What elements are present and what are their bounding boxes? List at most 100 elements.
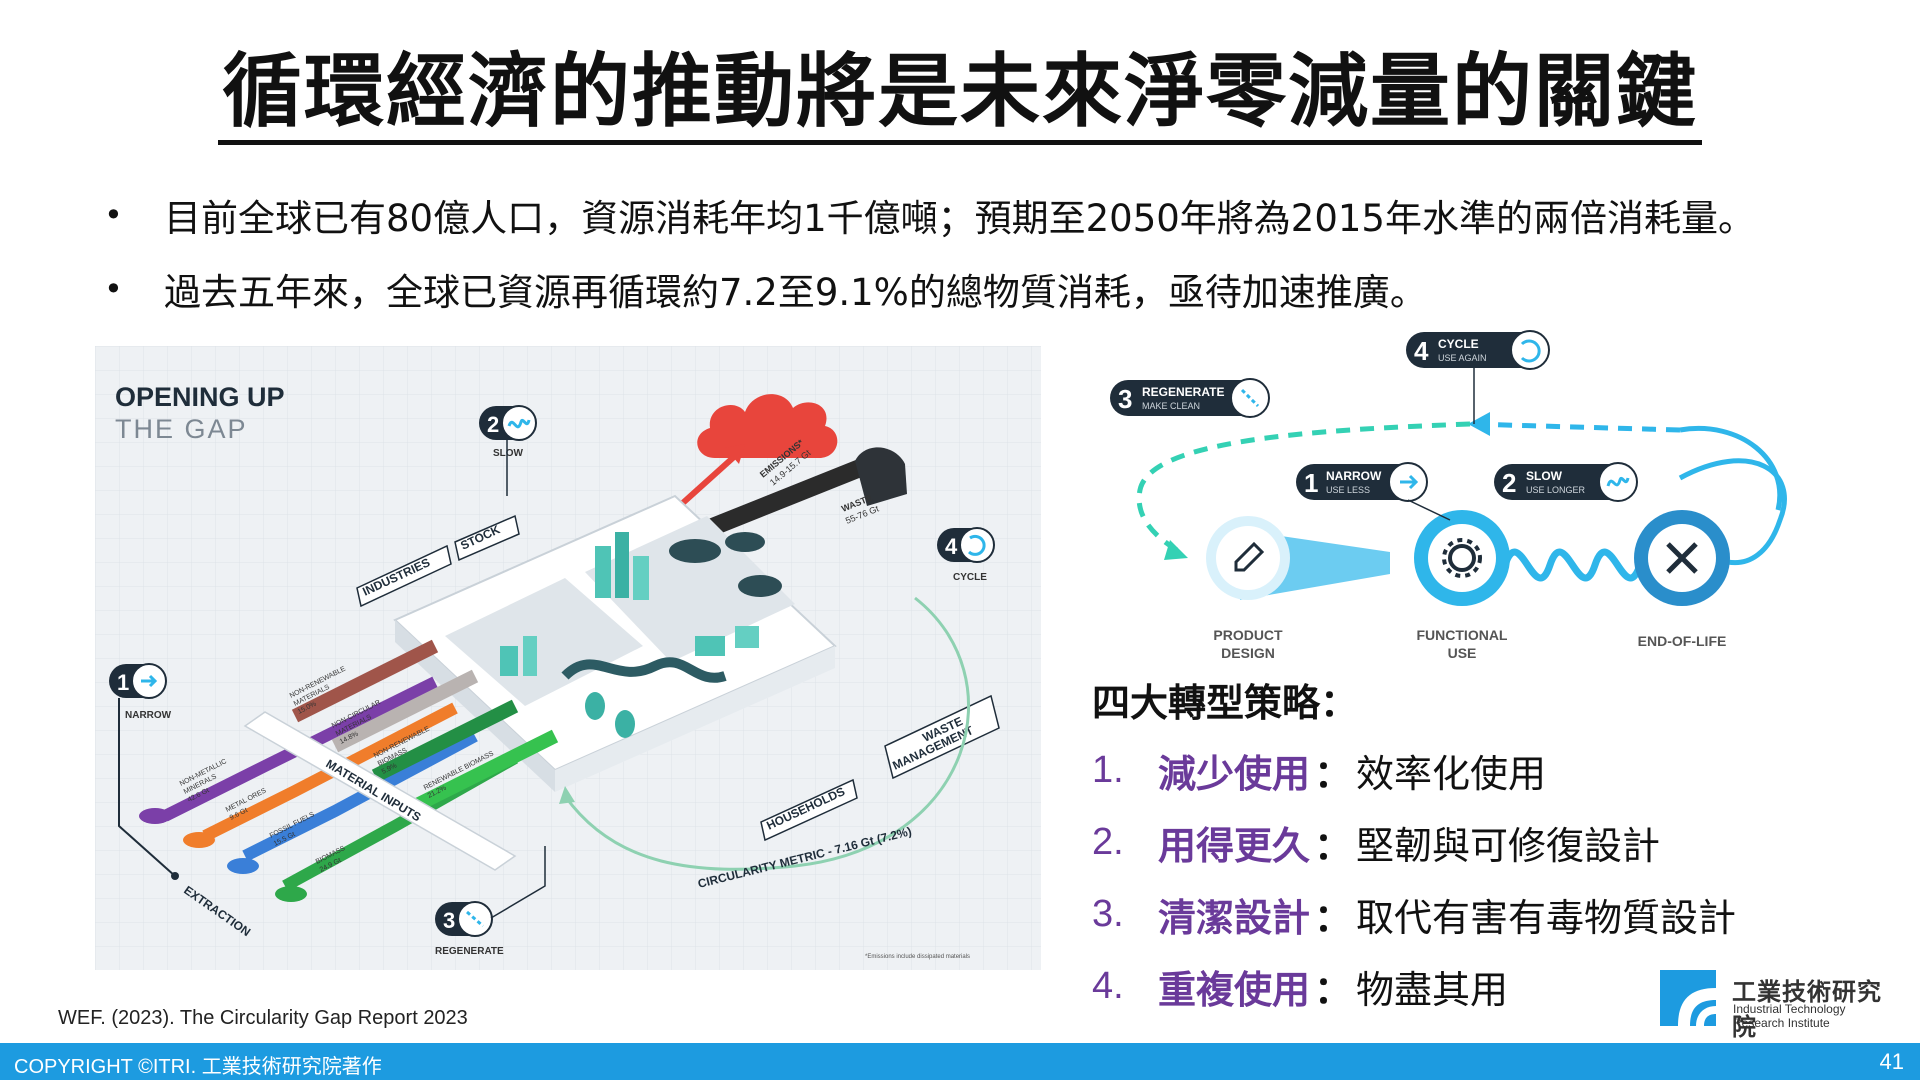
stage-badge-narrow: 1 NARROW bbox=[109, 663, 172, 721]
itri-logo: 工業技術研究院 Industrial Technology Research I… bbox=[1660, 968, 1900, 1041]
stage-label: NARROW bbox=[125, 710, 172, 721]
extraction-line bbox=[118, 698, 176, 877]
stage-num: 3 bbox=[443, 908, 455, 933]
material-inputs-bar bbox=[243, 711, 517, 871]
metal-ores-icon bbox=[183, 832, 215, 848]
product-label: PRODUCT bbox=[1213, 627, 1283, 643]
narrow-connector bbox=[1407, 499, 1451, 521]
badge-sub: MAKE CLEAN bbox=[1142, 401, 1200, 411]
regenerate-path bbox=[1136, 421, 1471, 555]
outer-loop-return bbox=[1679, 426, 1783, 511]
stage-label: REGENERATE bbox=[435, 946, 504, 957]
circularity-loop bbox=[563, 596, 971, 871]
badge-sub: USE LESS bbox=[1326, 485, 1370, 495]
end-of-life-node bbox=[1634, 510, 1730, 606]
strategy-name: 用得更久 bbox=[1158, 823, 1311, 868]
use-label: USE bbox=[1448, 645, 1477, 661]
badge-regenerate: 3 REGENERATE MAKE CLEAN bbox=[1110, 378, 1270, 418]
stage-num: 1 bbox=[117, 670, 129, 695]
bullet-text: 目前全球已有80億人口，資源消耗年均1千億噸；預期至2050年將為2015年水準… bbox=[164, 197, 1755, 240]
badge-num: 2 bbox=[1502, 468, 1516, 498]
badge-num: 1 bbox=[1304, 468, 1318, 498]
strategy-sep: ： bbox=[1314, 751, 1353, 796]
strategy-item: 2. 用得更久 ： 堅韌與可修復設計 bbox=[1092, 814, 1852, 870]
strategy-num: 3. bbox=[1092, 892, 1124, 935]
badge-num: 4 bbox=[1414, 336, 1429, 366]
strategy-heading: 四大轉型策略： bbox=[1092, 681, 1359, 725]
waste-pile-icon bbox=[855, 447, 907, 506]
outer-loop-top bbox=[1469, 421, 1681, 433]
gear-icon bbox=[1448, 544, 1476, 572]
strategy-name: 清潔設計 bbox=[1158, 895, 1311, 940]
source-citation: WEF. (2023). The Circularity Gap Report … bbox=[58, 1007, 468, 1029]
material-input-flows bbox=[162, 639, 559, 892]
strategy-desc: 效率化使用 bbox=[1356, 751, 1547, 796]
minerals-icon bbox=[139, 808, 171, 824]
loop-arrow-icon bbox=[1468, 412, 1490, 436]
narrow-icon bbox=[1400, 474, 1419, 490]
bullet-list: • 目前全球已有80億人口，資源消耗年均1千億噸；預期至2050年將為2015年… bbox=[104, 178, 1884, 326]
bullet-item: • 目前全球已有80億人口，資源消耗年均1千億噸；預期至2050年將為2015年… bbox=[104, 178, 1884, 252]
strategy-desc: 堅韌與可修復設計 bbox=[1356, 823, 1661, 868]
close-icon bbox=[1666, 542, 1698, 574]
strategy-item: 3. 清潔設計 ： 取代有害有毒物質設計 bbox=[1092, 886, 1852, 942]
circularity-arrowhead bbox=[559, 786, 575, 804]
gap-heading-1: OPENING UP bbox=[115, 382, 285, 412]
slide-title-text: 循環經濟的推動將是未來淨零減量的關鍵 bbox=[218, 48, 1702, 145]
stage-num: 4 bbox=[945, 534, 958, 559]
biomass-icon bbox=[275, 886, 307, 902]
badge-cycle: 4 CYCLE USE AGAIN bbox=[1406, 330, 1550, 370]
strategy-desc: 取代有害有毒物質設計 bbox=[1356, 895, 1737, 940]
functional-label: FUNCTIONAL bbox=[1417, 627, 1508, 643]
strategy-num: 4. bbox=[1092, 964, 1124, 1007]
badge-slow: 2 SLOW USE LONGER bbox=[1494, 462, 1638, 502]
stage-label: CYCLE bbox=[953, 572, 987, 583]
badge-num: 3 bbox=[1118, 384, 1132, 414]
design-label: DESIGN bbox=[1221, 645, 1275, 661]
outer-loop-right bbox=[1678, 458, 1787, 566]
circularity-gap-infographic: OPENING UP THE GAP EMISSIONS* 14.9-15.7 … bbox=[95, 346, 1041, 970]
badge-sub: USE LONGER bbox=[1526, 485, 1586, 495]
strategy-num: 1. bbox=[1092, 748, 1124, 791]
extraction-dot bbox=[171, 872, 179, 880]
regenerate-arrow-icon bbox=[1164, 540, 1188, 560]
strategy-desc: 物盡其用 bbox=[1356, 967, 1509, 1012]
bullet-text: 過去五年來，全球已資源再循環約7.2至9.1%的總物質消耗，亟待加速推廣。 bbox=[164, 271, 1427, 314]
fossil-fuels-icon bbox=[227, 858, 259, 874]
footer-bar: COPYRIGHT ©ITRI. 工業技術研究院著作 41 bbox=[0, 1043, 1920, 1080]
strategy-num: 2. bbox=[1092, 820, 1124, 863]
logo-name-zh: 工業技術研究院 bbox=[1732, 978, 1882, 1041]
strategy-item: 4. 重複使用 ： 物盡其用 bbox=[1092, 958, 1852, 1014]
badge-title: CYCLE bbox=[1438, 337, 1479, 351]
itri-logo-icon bbox=[1660, 970, 1716, 1026]
strategy-sep: ： bbox=[1314, 823, 1353, 868]
strategy-sep: ： bbox=[1314, 895, 1353, 940]
bullet-dot: • bbox=[104, 270, 123, 308]
end-of-life-label: END-OF-LIFE bbox=[1638, 633, 1727, 649]
strategy-sep: ： bbox=[1314, 967, 1353, 1012]
stage-badge-regenerate: 3 REGENERATE bbox=[435, 901, 504, 957]
stage-badge-slow: 2 SLOW bbox=[479, 405, 537, 459]
regenerate-icon bbox=[1240, 388, 1260, 408]
strategy-name: 減少使用 bbox=[1158, 751, 1311, 796]
strategy-name: 重複使用 bbox=[1158, 967, 1311, 1012]
pencil-icon bbox=[1234, 541, 1265, 572]
gap-illustration: OPENING UP THE GAP EMISSIONS* 14.9-15.7 … bbox=[95, 346, 1041, 970]
stage-num: 2 bbox=[487, 412, 499, 437]
slide-title: 循環經濟的推動將是未來淨零減量的關鍵 bbox=[0, 48, 1920, 145]
circular-loop-diagram: PRODUCT DESIGN FUNCTIONAL USE END-OF-LIF… bbox=[1110, 330, 1787, 661]
regenerate-connector bbox=[490, 846, 546, 919]
strategy-item: 1. 減少使用 ： 效率化使用 bbox=[1092, 742, 1852, 798]
bullet-dot: • bbox=[104, 196, 123, 234]
gap-heading-2: THE GAP bbox=[115, 414, 248, 444]
copyright-text: COPYRIGHT ©ITRI. 工業技術研究院著作 bbox=[14, 1056, 382, 1078]
badge-title: NARROW bbox=[1326, 469, 1382, 483]
badge-title: REGENERATE bbox=[1142, 385, 1224, 399]
logo-name-en-1: Industrial Technology bbox=[1733, 1002, 1846, 1016]
stage-label: SLOW bbox=[493, 448, 524, 459]
product-design-node bbox=[1206, 516, 1290, 600]
emissions-footnote: *Emissions include dissipated materials bbox=[865, 954, 970, 960]
slow-icon bbox=[1606, 477, 1630, 487]
badge-narrow: 1 NARROW USE LESS bbox=[1296, 462, 1428, 502]
badge-sub: USE AGAIN bbox=[1438, 353, 1487, 363]
